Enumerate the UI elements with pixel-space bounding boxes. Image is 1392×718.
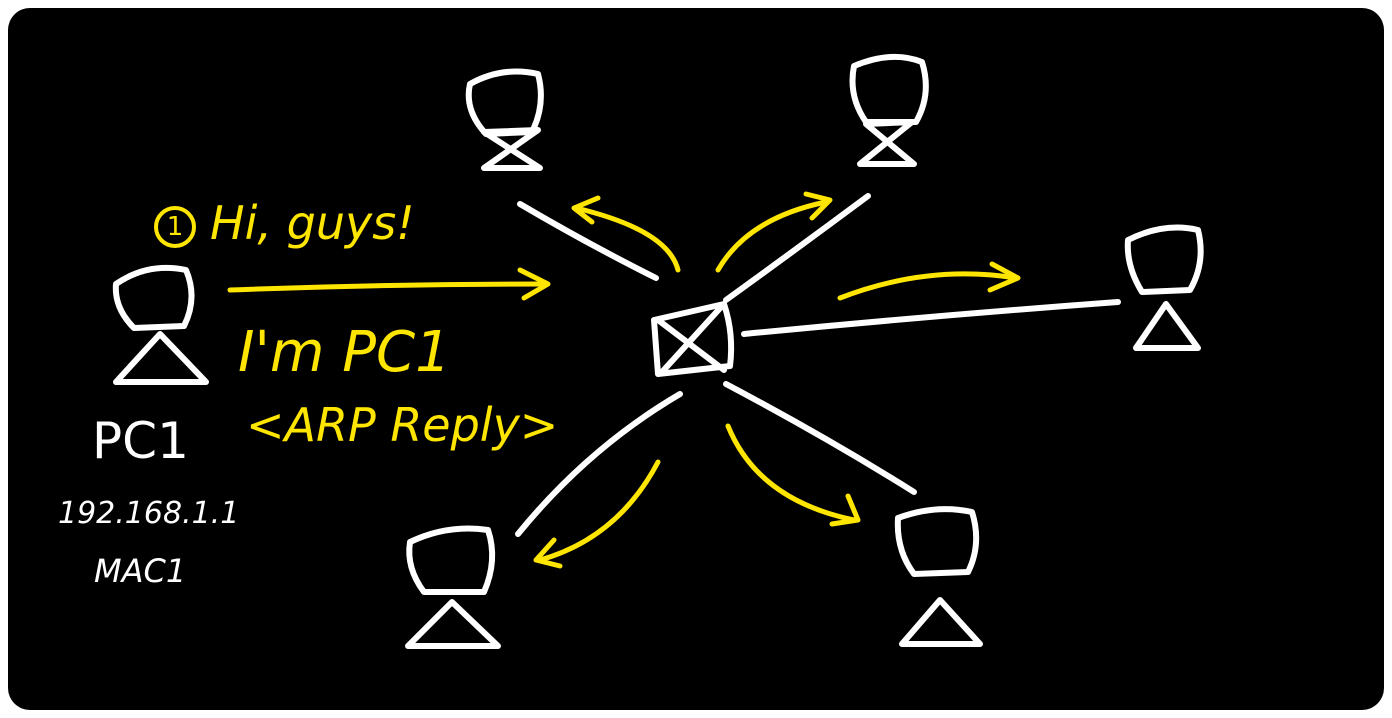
arrow-to-bottom-right xyxy=(725,423,861,527)
greeting-text: Hi, guys! xyxy=(210,196,415,250)
message-line-identity: I'm PC1 xyxy=(238,320,451,385)
computer-icon-top-left xyxy=(465,68,544,171)
network-diagram xyxy=(112,53,1204,649)
sender-name-label: PC1 xyxy=(92,412,189,470)
arrow-to-bottom-left xyxy=(533,459,661,569)
arrow-to-right xyxy=(837,261,1021,301)
link-host-bottom-right xyxy=(723,381,917,495)
arrow-to-top-left xyxy=(571,195,681,273)
arrow-pc1-to-switch xyxy=(227,267,551,301)
computer-icon-bottom-left xyxy=(405,525,501,649)
message-line-greeting: 1 Hi, guys! xyxy=(154,196,415,250)
computer-icon-top-right xyxy=(849,53,929,167)
sender-mac-label: MAC1 xyxy=(94,552,187,590)
step-number-badge: 1 xyxy=(154,205,196,248)
switch-icon xyxy=(651,301,735,377)
link-host-right xyxy=(741,299,1121,337)
computer-icon-pc1 xyxy=(112,264,209,385)
link-host-top-left xyxy=(517,201,659,281)
computer-icon-bottom-right xyxy=(894,506,983,647)
arrow-to-top-right xyxy=(715,191,833,273)
diagram-board: 1 Hi, guys! I'm PC1 <ARP Reply> PC1 192.1… xyxy=(8,8,1384,710)
sender-ip-label: 192.168.1.1 xyxy=(58,496,240,531)
link-host-top-right xyxy=(723,193,871,303)
message-line-arp-reply: <ARP Reply> xyxy=(246,398,559,452)
link-host-bottom-left xyxy=(515,391,683,537)
computer-icon-right xyxy=(1124,224,1204,351)
